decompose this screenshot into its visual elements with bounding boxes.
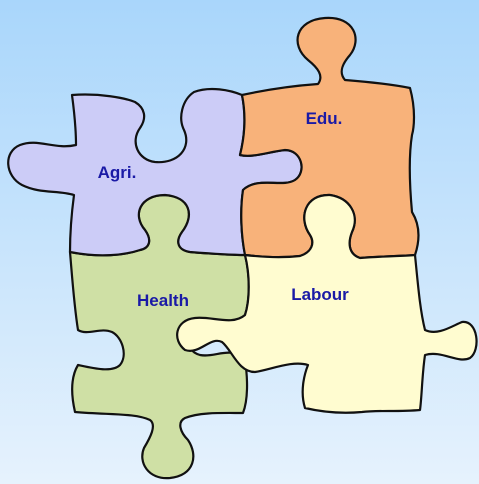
labour-label: Labour bbox=[291, 285, 349, 304]
agri-label: Agri. bbox=[98, 163, 137, 182]
edu-label: Edu. bbox=[306, 109, 343, 128]
health-label: Health bbox=[137, 291, 189, 310]
labour-piece bbox=[176, 193, 478, 414]
